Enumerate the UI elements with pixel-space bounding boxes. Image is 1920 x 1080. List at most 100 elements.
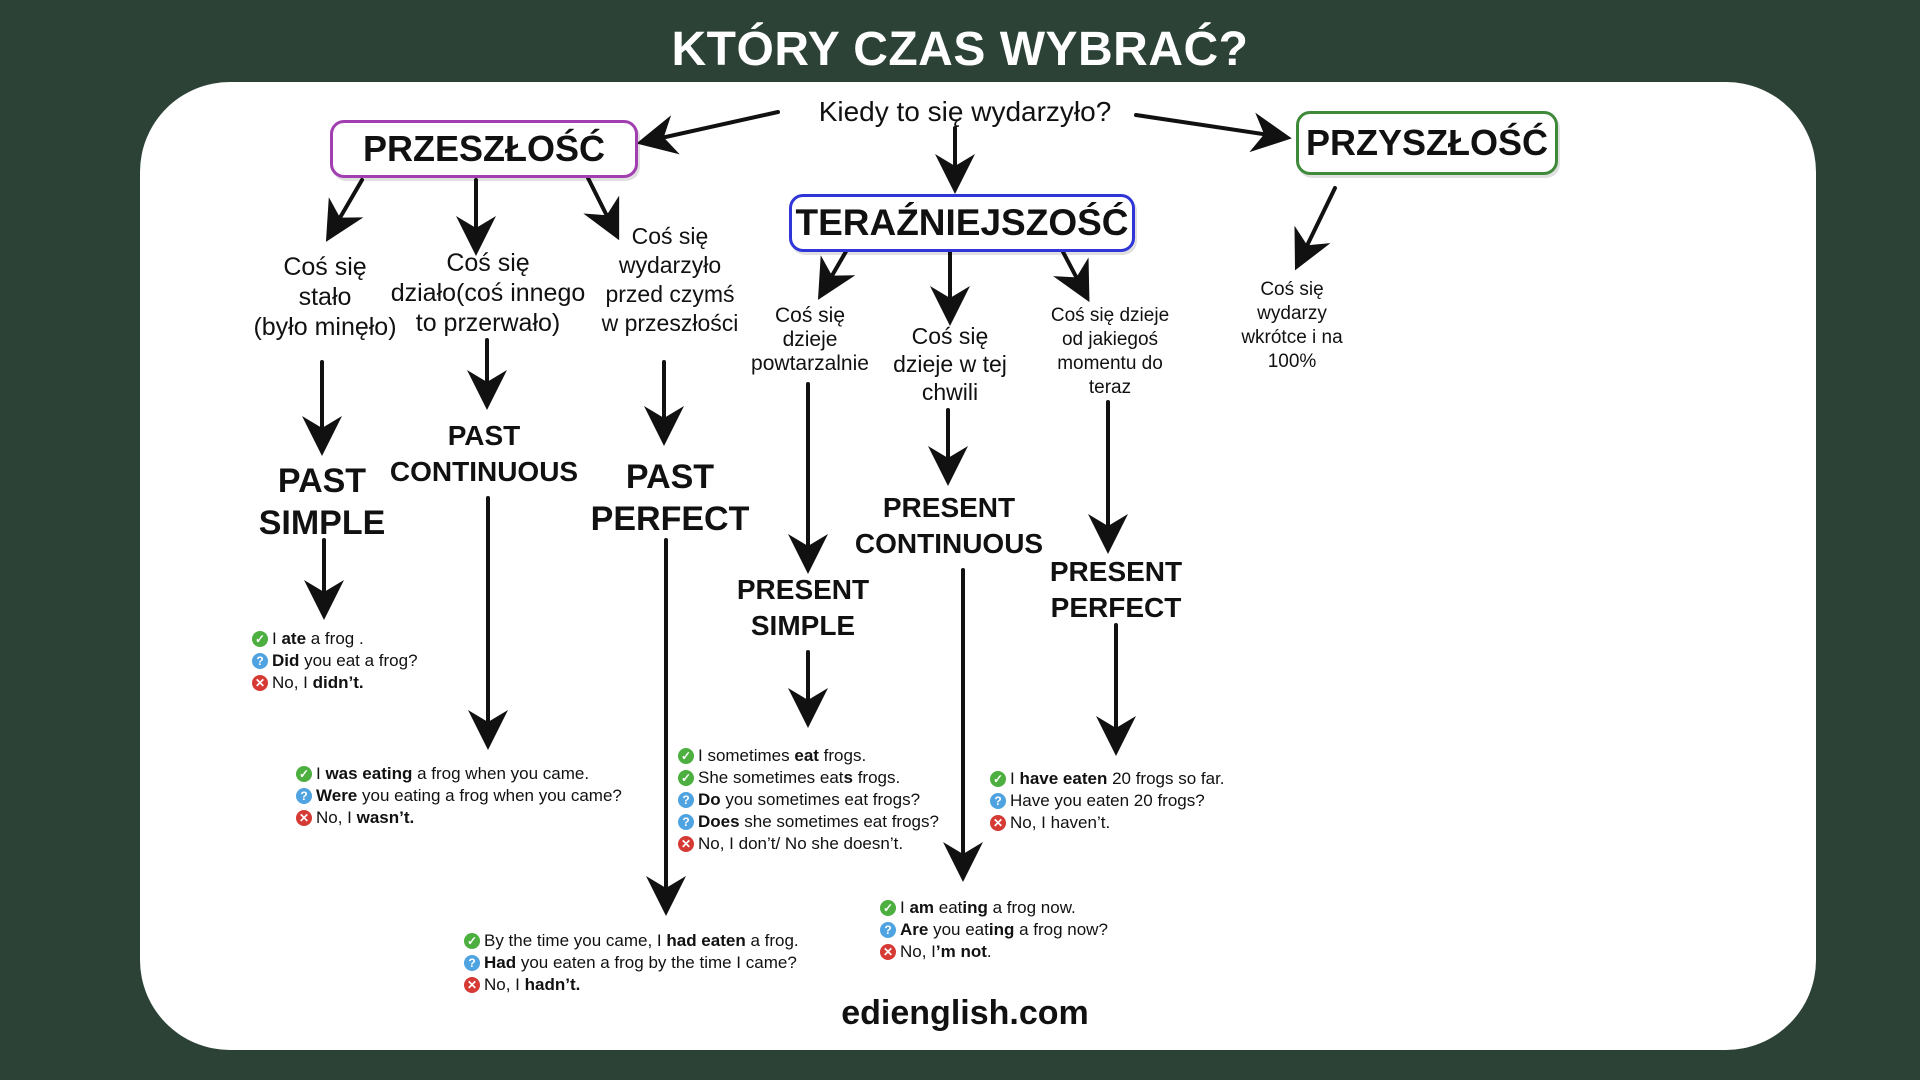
- check-icon: ✓: [678, 748, 694, 764]
- example-text: a frog when you came.: [412, 764, 590, 783]
- text-line: stało: [298, 283, 352, 311]
- example-text: a frog now?: [1014, 920, 1108, 939]
- question-icon: ?: [464, 955, 480, 971]
- check-icon: ✓: [880, 900, 896, 916]
- check-icon: ✓: [678, 770, 694, 786]
- cross-icon: ✕: [990, 815, 1006, 831]
- text-line: PRESENT: [882, 492, 1016, 523]
- example-text: 20 frogs so far.: [1107, 769, 1225, 788]
- example-bold-text: had eaten: [666, 931, 746, 950]
- example-sentence: ?Do you sometimes eat frogs?: [678, 789, 939, 811]
- text-line: Coś się: [774, 304, 846, 327]
- tense-present-continuous: PRESENT CONTINUOUS: [844, 490, 1054, 562]
- text-line: wydarzyło: [618, 252, 722, 278]
- example-text: No, I: [316, 808, 357, 827]
- example-text: Have you eaten 20 frogs?: [1010, 791, 1205, 810]
- example-bold-text: eat: [794, 746, 819, 765]
- example-bold-text: ing: [988, 920, 1015, 939]
- check-icon: ✓: [296, 766, 312, 782]
- text-line: PRESENT: [736, 574, 870, 605]
- text-line: przed czymś: [605, 281, 735, 307]
- example-sentence: ?Were you eating a frog when you came?: [296, 785, 622, 807]
- category-future-box: PRZYSZŁOŚĆ: [1296, 111, 1558, 175]
- example-text: I: [272, 629, 282, 648]
- text-line: Coś się: [631, 223, 709, 249]
- example-sentence: ✓I ate a frog .: [252, 628, 418, 650]
- example-bold-text: Are: [900, 920, 929, 939]
- main-question: Kiedy to się wydarzyło?: [818, 96, 1112, 127]
- example-sentence: ✕No, I hadn’t.: [464, 974, 799, 996]
- footer-website: edienglish.com: [841, 994, 1089, 1032]
- check-icon: ✓: [990, 771, 1006, 787]
- example-sentence: ?Have you eaten 20 frogs?: [990, 790, 1225, 812]
- example-sentence: ?Does she sometimes eat frogs?: [678, 811, 939, 833]
- text-line: dzieje: [782, 328, 838, 351]
- example-text: I sometimes: [698, 746, 795, 765]
- example-bold-text: s: [843, 768, 853, 787]
- example-text: frogs.: [818, 746, 867, 765]
- example-sentence: ✓By the time you came, I had eaten a fro…: [464, 930, 799, 952]
- example-bold-text: have eaten: [1019, 769, 1108, 788]
- example-sentence: ✓I sometimes eat frogs.: [678, 745, 939, 767]
- example-text: I: [1010, 769, 1020, 788]
- example-sentence: ✕No, I wasn’t.: [296, 807, 622, 829]
- text-line: CONTINUOUS: [854, 528, 1044, 559]
- text-line: od jakiegoś: [1061, 329, 1159, 350]
- example-text: she sometimes eat frogs?: [739, 812, 939, 831]
- example-bold-text: hadn’t.: [524, 975, 581, 994]
- text-line: SIMPLE: [258, 504, 386, 542]
- text-line: Coś się: [1260, 279, 1324, 300]
- question-icon: ?: [296, 788, 312, 804]
- text-line: 100%: [1267, 351, 1317, 372]
- example-text: No, I don’t/ No she doesn’t.: [698, 834, 904, 853]
- example-text: No, I: [900, 942, 936, 961]
- examples-past-continuous: ✓I was eating a frog when you came.?Were…: [296, 763, 622, 829]
- text-line: CONTINUOUS: [389, 456, 579, 487]
- text-line: Coś się: [283, 253, 367, 281]
- examples-present-perfect: ✓I have eaten 20 frogs so far. ?Have you …: [990, 768, 1225, 834]
- example-text: No, I haven’t.: [1010, 813, 1111, 832]
- cross-icon: ✕: [464, 977, 480, 993]
- text-line: Coś się: [446, 249, 530, 277]
- text-line: Coś się: [911, 323, 989, 349]
- text-line: wydarzy: [1257, 303, 1327, 324]
- example-text: you sometimes eat frogs?: [720, 790, 921, 809]
- text-line: teraz: [1088, 377, 1132, 398]
- example-text: I: [900, 898, 910, 917]
- example-bold-text: wasn’t.: [356, 808, 415, 827]
- cross-icon: ✕: [252, 675, 268, 691]
- text-line: PAST: [625, 458, 715, 496]
- category-past-box: PRZESZŁOŚĆ: [330, 120, 638, 178]
- text-line: momentu do: [1057, 353, 1163, 374]
- text-line: to przerwało): [415, 309, 561, 337]
- page-title: KTÓRY CZAS WYBRAĆ?: [671, 23, 1249, 76]
- example-bold-text: was eating: [325, 764, 413, 783]
- example-sentence: ✕No, I’m not.: [880, 941, 1108, 963]
- example-bold-text: Does: [698, 812, 740, 831]
- check-icon: ✓: [464, 933, 480, 949]
- text-line: chwili: [921, 379, 979, 405]
- example-bold-text: Were: [316, 786, 358, 805]
- cross-icon: ✕: [678, 836, 694, 852]
- example-text: a frog.: [745, 931, 799, 950]
- check-icon: ✓: [252, 631, 268, 647]
- example-text: frogs.: [852, 768, 901, 787]
- example-text: By the time you came, I: [484, 931, 667, 950]
- examples-past-perfect: ✓By the time you came, I had eaten a fro…: [464, 930, 799, 996]
- cross-icon: ✕: [296, 810, 312, 826]
- question-icon: ?: [678, 792, 694, 808]
- text-line: dzieje w tej: [893, 351, 1007, 377]
- example-sentence: ✕No, I haven’t.: [990, 812, 1225, 834]
